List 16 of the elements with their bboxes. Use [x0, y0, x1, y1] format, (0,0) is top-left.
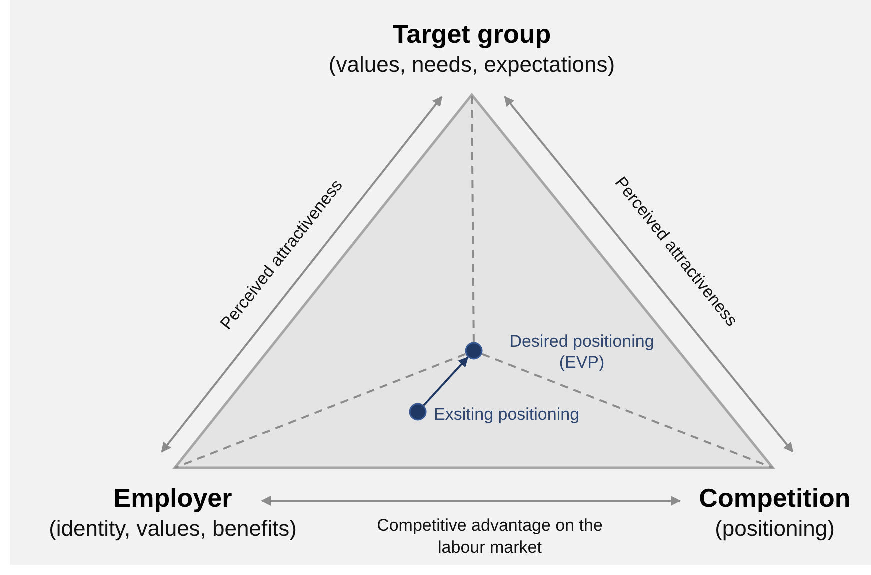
node-heading: Target group — [392, 18, 552, 50]
node-heading: Employer — [112, 482, 234, 514]
arrow — [161, 96, 443, 453]
node-description: (identity, values, benefits) — [49, 515, 297, 543]
position-label: Desired positioning (EVP) — [508, 331, 656, 373]
position-dot — [465, 342, 483, 360]
edge-label: Competitive advantage on the labour market — [376, 515, 604, 559]
arrow — [504, 96, 794, 453]
position-dot — [409, 403, 427, 421]
node-heading: Competition — [699, 482, 851, 514]
arrow — [423, 356, 469, 406]
position-label: Exsiting positioning — [434, 404, 580, 425]
arrow — [261, 496, 681, 506]
node-description: (values, needs, expectations) — [328, 51, 616, 79]
node-description: (positioning) — [714, 515, 836, 543]
dashed-line — [174, 353, 466, 469]
